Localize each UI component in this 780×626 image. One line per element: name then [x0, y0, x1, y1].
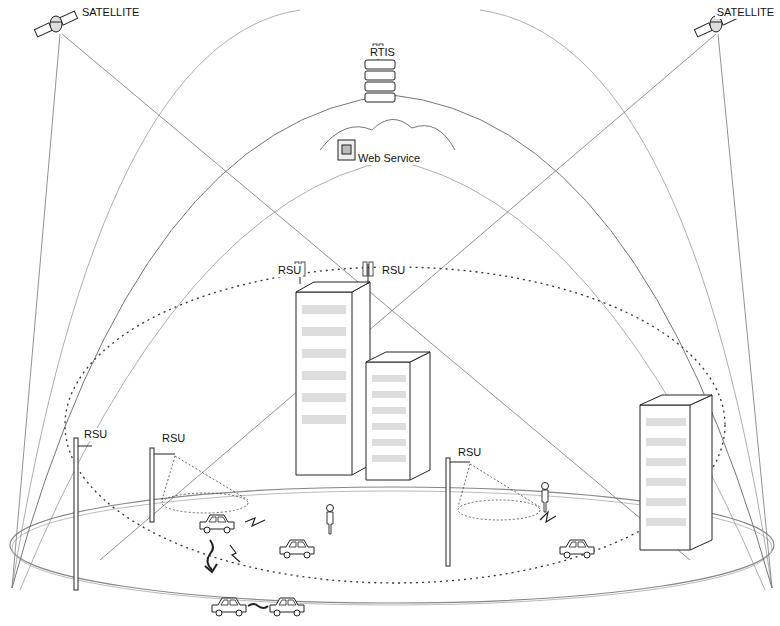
rsu-label: RSU [160, 432, 187, 445]
rsu-label: RSU [82, 428, 109, 441]
window [372, 423, 406, 430]
window [372, 455, 406, 462]
window [372, 407, 406, 414]
window [302, 327, 346, 336]
window [646, 498, 686, 506]
window [372, 375, 406, 382]
window [646, 518, 686, 526]
server-label: RTIS [368, 46, 397, 59]
service-label: Web Service [356, 152, 422, 165]
window [302, 371, 346, 380]
window [646, 438, 686, 446]
rsu-label: RSU [276, 264, 303, 277]
satellite-label: SATELLITE [715, 6, 776, 19]
window [302, 305, 346, 314]
window [372, 439, 406, 446]
window [646, 478, 686, 486]
window [302, 393, 346, 402]
rsu-label: RSU [380, 264, 407, 277]
window [302, 349, 346, 358]
window [302, 415, 346, 424]
window [646, 458, 686, 466]
satellite-label: SATELLITE [80, 6, 141, 19]
window [372, 391, 406, 398]
window [646, 418, 686, 426]
rsu-label: RSU [456, 446, 483, 459]
